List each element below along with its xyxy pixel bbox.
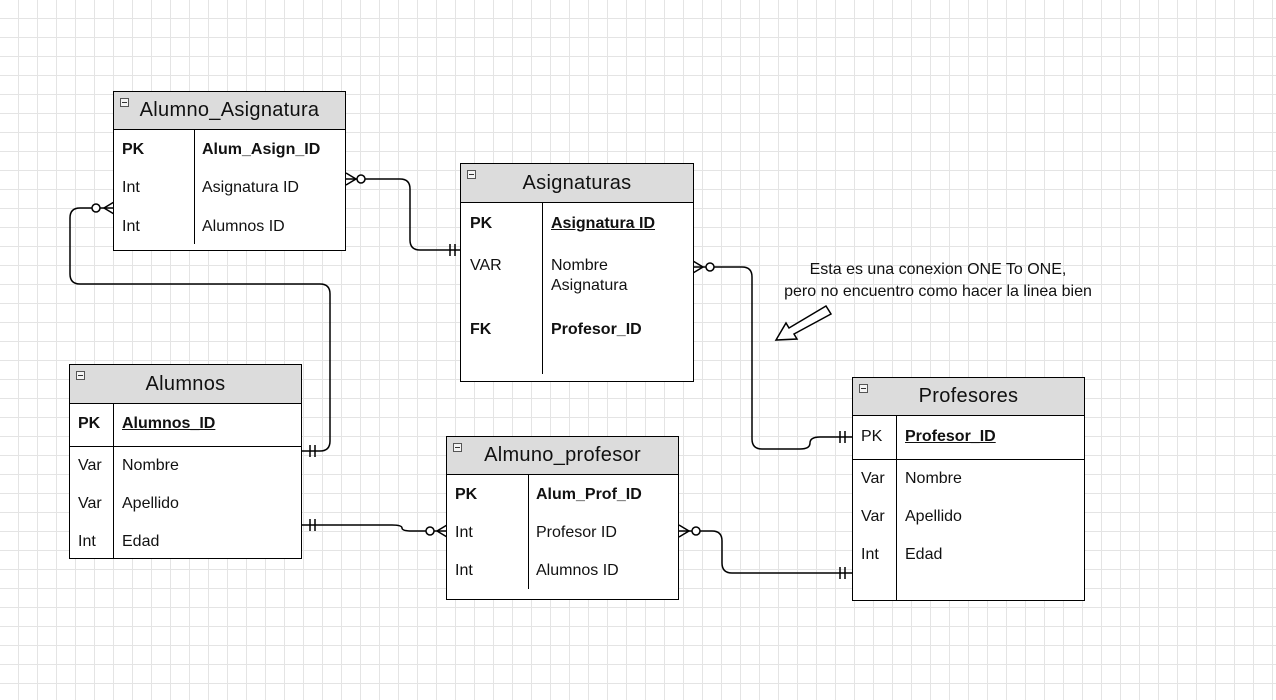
field-key: Var (861, 508, 885, 525)
connector-alumno-asignatura-to-alumnos (69, 207, 331, 452)
note-line-2: pero no encuentro como hacer la linea bi… (784, 283, 1092, 300)
note-line-1: Esta es una conexion ONE To ONE, (809, 261, 1067, 278)
annotation-note: Esta es una conexion ONE To ONE, pero no… (760, 259, 1116, 303)
collapse-icon[interactable] (467, 170, 476, 179)
field-name: Nombre (905, 470, 962, 487)
connector-alumno-asignatura-to-asignaturas (346, 178, 461, 251)
field-name: Asignatura ID (202, 179, 299, 196)
field-key: Int (122, 218, 140, 235)
field-key: PK (455, 486, 478, 503)
entity-header[interactable]: Alumno_Asignatura (114, 92, 345, 130)
field-key: PK (470, 215, 493, 232)
entity-title: Alumno_Asignatura (139, 99, 320, 121)
entity-header[interactable]: Alumnos (70, 365, 301, 404)
field-key: VAR (470, 257, 502, 274)
entity-title: Almuno_profesor (484, 444, 641, 466)
field-name: Alumnos ID (202, 218, 285, 235)
field-key: PK (122, 141, 145, 158)
field-name: Alumnos ID (536, 562, 619, 579)
field-key: Var (78, 457, 102, 474)
collapse-icon[interactable] (453, 443, 462, 452)
field-key: PK (78, 415, 101, 432)
column-divider (542, 203, 543, 374)
entity-title: Alumnos (145, 373, 226, 395)
field-name: Profesor ID (536, 524, 617, 541)
field-name: Profesor_ID (551, 321, 642, 338)
field-name: Alum_Asign_ID (202, 141, 321, 158)
entity-alumno-asignatura[interactable]: Alumno_Asignatura PK Alum_Asign_ID Int A… (113, 91, 346, 251)
column-divider (896, 416, 897, 601)
field-name: Nombre (122, 457, 179, 474)
key-separator (70, 446, 301, 447)
key-separator (853, 459, 1084, 460)
field-key: Int (455, 562, 473, 579)
field-name: Nombre Asignatura (551, 257, 628, 294)
entity-asignaturas[interactable]: Asignaturas PK Asignatura ID VAR Nombre … (460, 163, 694, 382)
field-name: Apellido (905, 508, 962, 525)
entity-title: Profesores (918, 385, 1019, 407)
field-name: Profesor_ID (905, 428, 996, 445)
entity-header[interactable]: Profesores (853, 378, 1084, 416)
field-name: Alumnos_ID (122, 415, 216, 432)
entity-alumnos[interactable]: Alumnos PK Alumnos_ID Var Nombre Var Ape… (69, 364, 302, 559)
entity-header[interactable]: Almuno_profesor (447, 437, 678, 475)
entity-header[interactable]: Asignaturas (461, 164, 693, 203)
field-key: Int (78, 533, 96, 550)
connector-alumnos-to-almuno-profesor (302, 524, 447, 532)
note-arrow-icon (774, 304, 833, 341)
entity-title: Asignaturas (522, 172, 632, 194)
field-key: Var (78, 495, 102, 512)
collapse-icon[interactable] (859, 384, 868, 393)
collapse-icon[interactable] (76, 371, 85, 380)
field-key: FK (470, 321, 492, 338)
connector-almuno-profesor-to-profesores (679, 530, 853, 574)
column-divider (113, 404, 114, 559)
field-name: Edad (122, 533, 160, 550)
field-name: Alum_Prof_ID (536, 486, 642, 503)
column-divider (528, 475, 529, 589)
field-key: Var (861, 470, 885, 487)
entity-profesores[interactable]: Profesores PK Profesor_ID Var Nombre Var… (852, 377, 1085, 601)
field-key: PK (861, 428, 883, 445)
field-key: Int (861, 546, 879, 563)
field-name: Asignatura ID (551, 215, 656, 232)
collapse-icon[interactable] (120, 98, 129, 107)
column-divider (194, 130, 195, 244)
field-name: Apellido (122, 495, 179, 512)
field-key: Int (455, 524, 473, 541)
field-name: Edad (905, 546, 943, 563)
entity-almuno-profesor[interactable]: Almuno_profesor PK Alum_Prof_ID Int Prof… (446, 436, 679, 600)
field-key: Int (122, 179, 140, 196)
connector-asignaturas-to-profesores (693, 266, 853, 450)
